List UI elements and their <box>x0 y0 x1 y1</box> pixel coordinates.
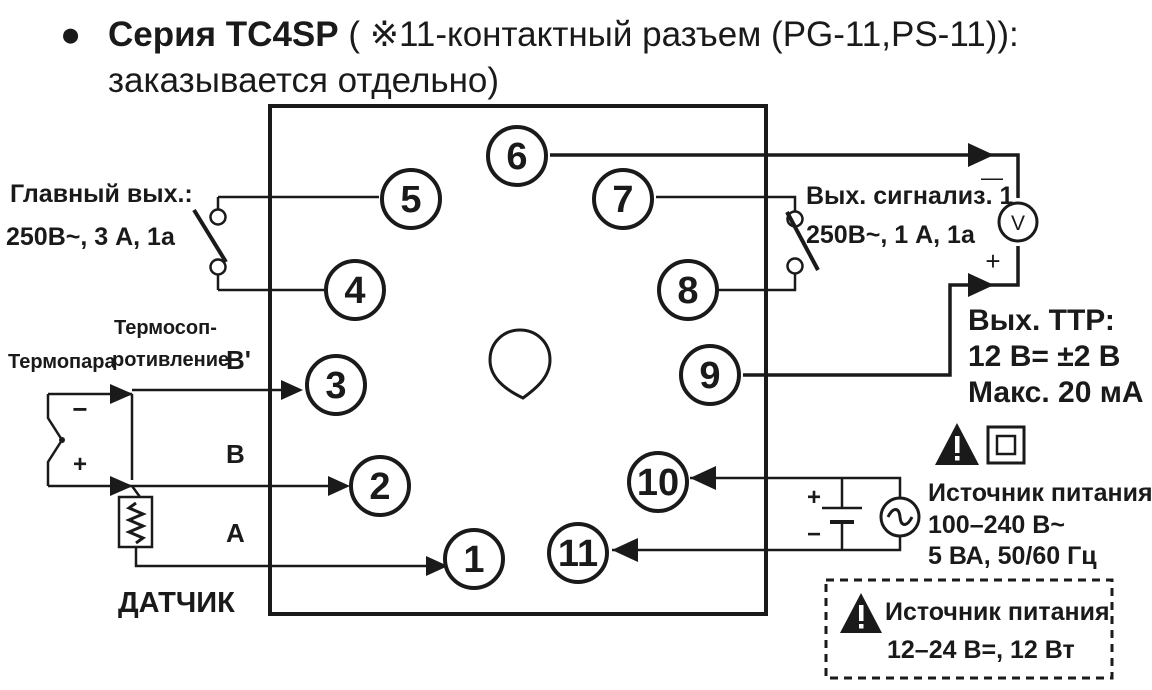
socket-body <box>268 104 768 616</box>
pin-5: 5 <box>380 168 442 230</box>
thermocouple-minus: − <box>72 394 87 424</box>
title-series-name: Серия TC4SP <box>108 15 339 54</box>
pin-2: 2 <box>349 455 411 517</box>
pin-10: 10 <box>627 451 689 513</box>
power-ac-voltage: 100–240 В~ <box>928 511 1065 539</box>
pin-6: 6 <box>486 125 548 187</box>
pin-3: 3 <box>305 354 367 416</box>
voltmeter-minus: — <box>981 165 1003 190</box>
pin-7-label: 7 <box>612 179 633 221</box>
ssr-output-label: Вых. ТТР: <box>968 304 1115 337</box>
power-ac-label: Источник питания <box>928 479 1152 507</box>
main-output-label: Главный вых.: <box>10 180 193 208</box>
thermocouple-label: Термопара <box>8 351 116 373</box>
rtd-label-line-1: Термосоп- <box>114 317 217 339</box>
voltmeter-plus: + <box>985 246 1000 276</box>
voltmeter-symbol: V <box>1011 212 1025 235</box>
pin-7: 7 <box>592 168 654 230</box>
power-dc-warning-icon <box>840 593 882 633</box>
ssr-output-voltage: 12 В= ±2 В <box>968 340 1120 373</box>
rtd-label-line-2: ротивление <box>112 349 229 371</box>
title-line-1: Серия TC4SP ( ※11-контактный разъем (PG-… <box>108 15 1019 54</box>
power-dc-label: Источник питания <box>885 598 1110 626</box>
pin-5-label: 5 <box>400 179 421 221</box>
double-insulation-icon <box>986 425 1026 465</box>
pin-1-label: 1 <box>463 539 484 581</box>
power-ac-rating: 5 ВА, 50/60 Гц <box>928 542 1097 570</box>
ssr-output-current: Макс. 20 мА <box>968 376 1144 409</box>
pin-8: 8 <box>657 259 719 321</box>
pin-1: 1 <box>443 528 505 590</box>
pin-6-label: 6 <box>506 136 527 178</box>
pin-2-label: 2 <box>369 466 390 508</box>
title-line-2: заказывается отдельно) <box>108 61 499 100</box>
pin-9-label: 9 <box>699 355 720 397</box>
alarm-output-rating: 250В~, 1 А, 1а <box>806 221 976 249</box>
alarm-output-label: Вых. сигнализ. 1 <box>806 182 1013 210</box>
ssr-output-wiring <box>550 143 1039 377</box>
pin-10-label: 10 <box>637 462 679 504</box>
pin-8-label: 8 <box>677 270 698 312</box>
terminal-b-prime-label: B' <box>226 345 251 375</box>
main-output-rating: 250В~, 3 А, 1а <box>6 223 176 251</box>
battery-plus: + <box>807 484 821 511</box>
pin-4-label: 4 <box>344 270 365 312</box>
title-bullet: ● <box>60 15 81 54</box>
sensor-caption: ДАТЧИК <box>118 587 235 619</box>
power-dc-box <box>824 578 1114 680</box>
terminal-a-label: A <box>226 518 245 548</box>
pin-11-label: 11 <box>558 533 598 575</box>
power-dc-rating: 12–24 В=, 12 Вт <box>887 636 1075 664</box>
sensor-wiring <box>46 380 448 576</box>
power-wiring <box>612 466 921 562</box>
terminal-b-label: B <box>226 439 245 469</box>
alarm-output-wiring <box>656 195 820 292</box>
pin-4: 4 <box>324 259 386 321</box>
warning-icon <box>935 423 979 465</box>
socket-key <box>488 328 552 400</box>
pin-3-label: 3 <box>325 365 346 407</box>
pin-9: 9 <box>679 344 741 406</box>
thermocouple-plus: + <box>73 451 87 478</box>
main-output-wiring <box>192 195 379 292</box>
battery-minus: − <box>807 521 821 548</box>
pin-11: 11 <box>547 522 609 584</box>
title-socket-info: ( ※11-контактный разъем (PG-11,PS-11)): <box>339 15 1019 54</box>
